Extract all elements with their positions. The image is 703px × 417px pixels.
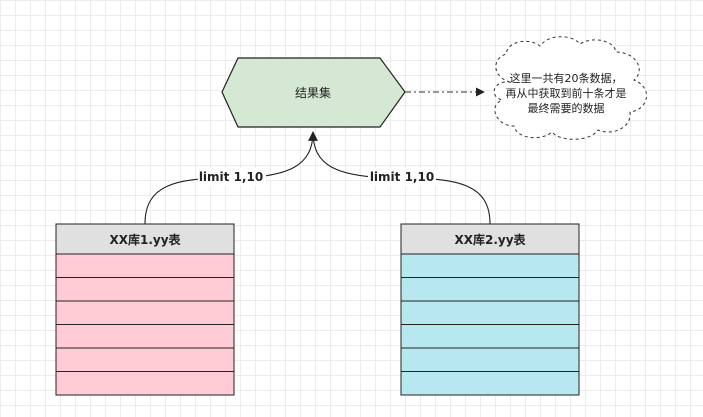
- table-1-body: [55, 253, 235, 396]
- table-1-row: [55, 277, 235, 302]
- table-1-row: [55, 347, 235, 372]
- note-cloud-shape: [493, 36, 647, 140]
- table-1-row: [55, 300, 235, 325]
- table-2-body: [400, 253, 580, 396]
- edge-left-label: limit 1,10: [199, 170, 263, 184]
- table-2-row: [400, 324, 580, 349]
- table-1[interactable]: XX库1.yy表: [55, 223, 235, 396]
- edge-right-label: limit 1,10: [370, 170, 434, 184]
- result-node-shape: [221, 57, 406, 128]
- edge-right[interactable]: limit 1,10: [312, 131, 491, 225]
- edge-left[interactable]: limit 1,10: [144, 131, 318, 225]
- table-2-header: [400, 223, 580, 255]
- table-1-header: [55, 223, 235, 255]
- table-1-row: [55, 371, 235, 396]
- edge-right-label-bg: [368, 168, 436, 186]
- table-2-row: [400, 300, 580, 325]
- table-1-row: [55, 253, 235, 278]
- note-line-2: 再从中获取到前十条才是: [506, 86, 627, 100]
- edge-left-label-bg: [198, 168, 266, 186]
- table-2[interactable]: XX库2.yy表: [400, 223, 580, 396]
- note-line-3: 最终需要的数据: [528, 101, 605, 115]
- table-2-row: [400, 277, 580, 302]
- note-line-1: 这里一共有20条数据，: [510, 71, 623, 85]
- table-1-row: [55, 324, 235, 349]
- result-node-label: 结果集: [295, 85, 331, 100]
- table-2-row: [400, 347, 580, 372]
- table-2-title: XX库2.yy表: [454, 232, 526, 247]
- table-2-row: [400, 253, 580, 278]
- table-2-row: [400, 371, 580, 396]
- result-node[interactable]: 结果集: [221, 57, 406, 128]
- table-1-title: XX库1.yy表: [109, 232, 181, 247]
- note-cloud[interactable]: 这里一共有20条数据， 再从中获取到前十条才是 最终需要的数据: [493, 36, 647, 140]
